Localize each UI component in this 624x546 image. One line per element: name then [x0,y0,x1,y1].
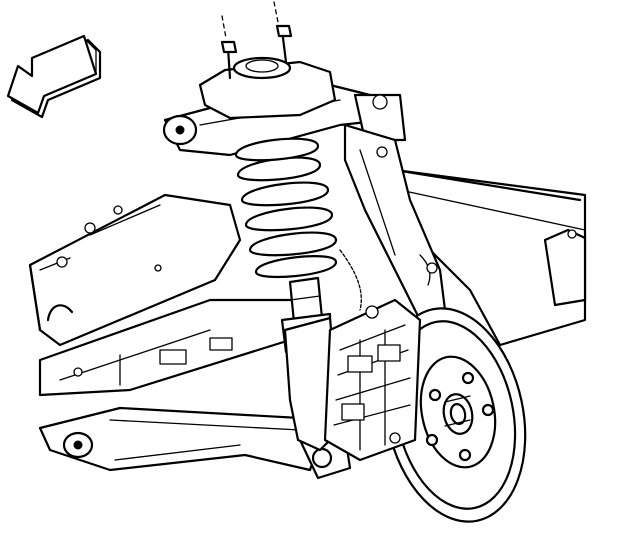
direction-arrow-icon [6,34,102,119]
brake-hose [339,249,438,311]
frame-rail [28,168,587,397]
brake-caliper [323,298,422,462]
coil-spring [234,137,338,279]
upper-strut-mount [198,1,337,120]
